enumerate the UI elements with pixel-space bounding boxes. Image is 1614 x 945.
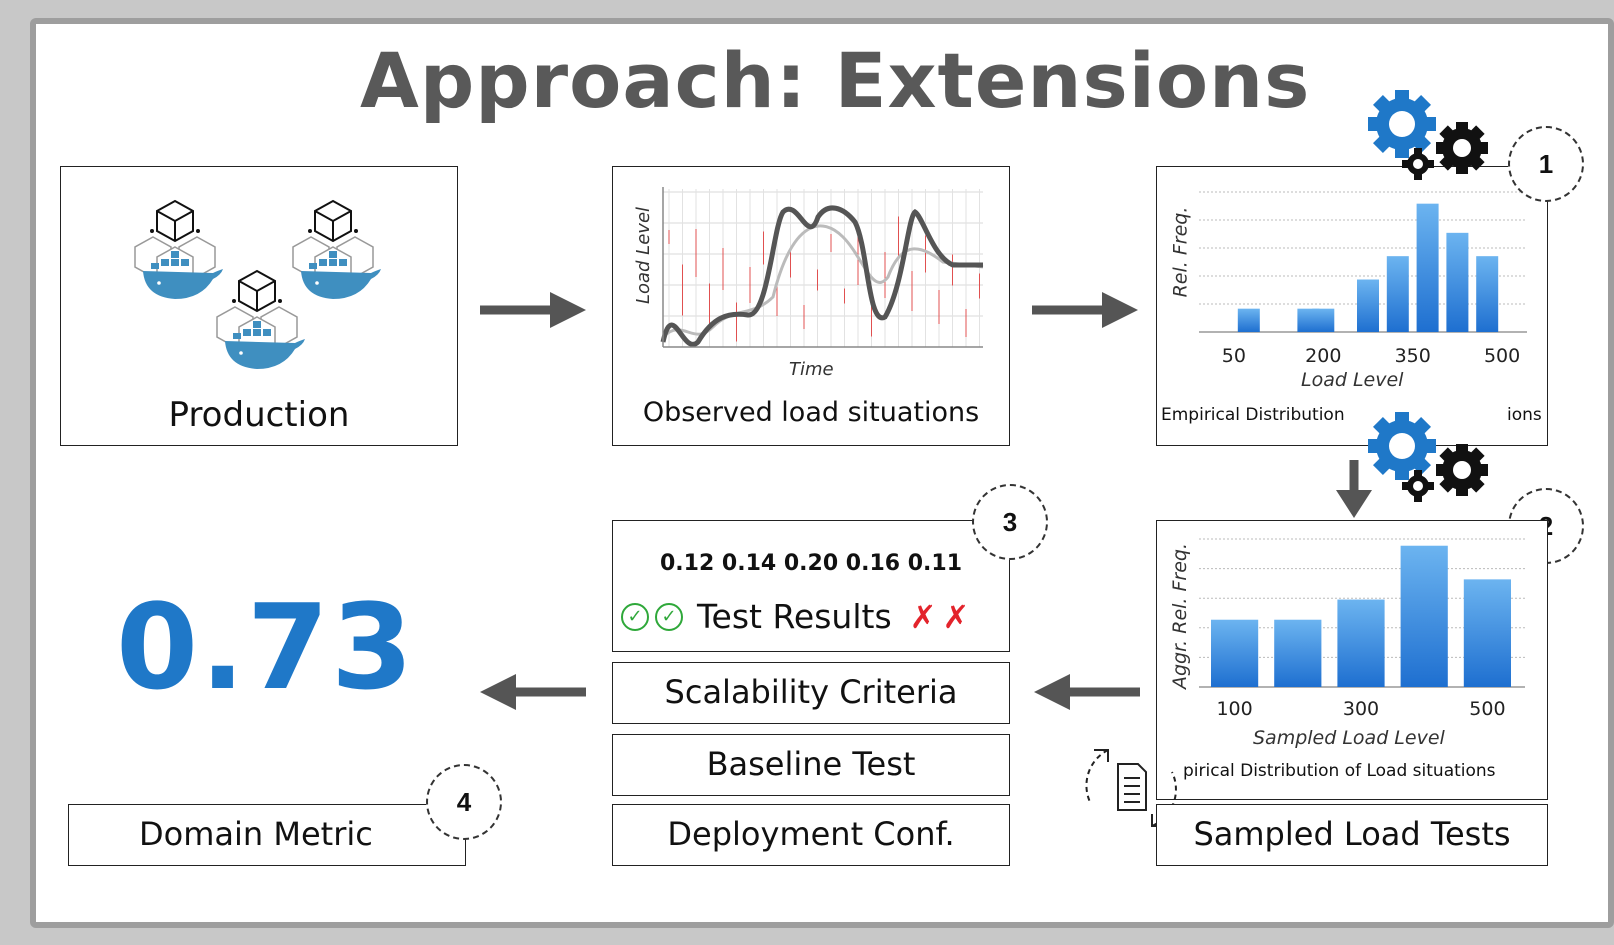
sampled-xlabel: Sampled Load Level [1253, 727, 1445, 749]
cross-icon: ✗ [942, 597, 970, 636]
production-label: Production [168, 395, 350, 435]
histogram-bar [1274, 619, 1322, 687]
x-tick-label: 50 [1222, 345, 1246, 367]
histogram-bar [1211, 619, 1259, 687]
sampled-caption: pirical Distribution of Load situations [1183, 761, 1496, 781]
x-tick-label: 200 [1305, 345, 1341, 367]
histogram-bar [1337, 599, 1385, 687]
load-timeseries-chart [660, 187, 984, 348]
cross-icon: ✗ [909, 597, 937, 636]
step-badge-1: 1 [1508, 126, 1584, 202]
histogram-bar [1357, 279, 1379, 332]
check-icon: ✓ [621, 602, 649, 631]
histogram-bar [1476, 256, 1499, 332]
x-tick-label: 100 [1216, 698, 1252, 720]
x-tick-label: 300 [1343, 698, 1379, 720]
histogram-bar [1463, 579, 1511, 687]
empirical-caption-tail: ions [1507, 405, 1542, 425]
step-badge-4: 4 [426, 764, 502, 840]
histogram-bar [1237, 308, 1260, 332]
empirical-histogram: 50 200 350 500 [1199, 191, 1527, 367]
observed-load-box: Load Level Time Observed load situations [612, 166, 1010, 446]
x-tick-label: 500 [1469, 698, 1505, 720]
sampled-load-tests-label: Sampled Load Tests [1193, 815, 1511, 853]
empirical-ylabel: Rel. Freq. [1169, 206, 1192, 298]
scalability-criteria-box: Scalability Criteria [612, 662, 1010, 724]
empirical-caption-left: Empirical Distribution [1161, 405, 1345, 425]
domain-metric-box: Domain Metric [68, 804, 466, 866]
docker-containers-icon [134, 200, 382, 370]
test-results-row: ✓ ✓ Test Results ✗ ✗ [621, 597, 1007, 636]
observed-label: Observed load situations [642, 397, 980, 428]
arrow-right-icon [1032, 292, 1138, 328]
baseline-test-label: Baseline Test [706, 745, 916, 783]
histogram-bar [1386, 256, 1409, 332]
x-tick-label: 500 [1484, 345, 1520, 367]
test-results-box: 0.12 0.14 0.20 0.16 0.11 ✓ ✓ Test Result… [612, 520, 1010, 652]
gears-icon [1368, 412, 1488, 502]
test-results-numbers: 0.12 0.14 0.20 0.16 0.11 [659, 551, 963, 576]
gears-icon [1368, 90, 1488, 180]
sampled-distribution-box: 100 300 500 Aggr. Rel. Freq. Sampled Load … [1156, 520, 1548, 800]
production-box: Production [60, 166, 458, 446]
x-tick-label: 350 [1395, 345, 1431, 367]
arrow-left-icon [480, 674, 586, 710]
arrow-left-icon [1034, 674, 1140, 710]
observed-xlabel: Time [789, 359, 834, 380]
arrow-right-icon [480, 292, 586, 328]
sampled-load-tests-box: Sampled Load Tests [1156, 804, 1548, 866]
histogram-bar [1312, 308, 1335, 332]
empirical-caption: Empirical Distribution [1161, 405, 1345, 425]
check-icon: ✓ [655, 602, 683, 631]
baseline-test-box: Baseline Test [612, 734, 1010, 796]
histogram-bar [1416, 203, 1439, 332]
arrow-down-icon [1336, 460, 1372, 518]
metric-value: 0.73 [116, 578, 416, 716]
observed-ylabel: Load Level [633, 206, 655, 305]
deployment-conf-box: Deployment Conf. [612, 804, 1010, 866]
empirical-xlabel: Load Level [1301, 369, 1404, 391]
document-refresh-icon [1085, 749, 1177, 827]
deployment-conf-label: Deployment Conf. [667, 815, 955, 853]
histogram-bar [1446, 232, 1469, 332]
histogram-bar [1400, 545, 1448, 687]
test-results-label: Test Results [697, 597, 892, 636]
scalability-criteria-label: Scalability Criteria [664, 673, 958, 711]
domain-metric-label: Domain Metric [139, 815, 373, 853]
sampled-ylabel: Aggr. Rel. Freq. [1169, 542, 1192, 690]
sampled-histogram: 100 300 500 [1199, 538, 1525, 720]
step-badge-3: 3 [972, 484, 1048, 560]
empirical-distribution-box: 50 200 350 500 Rel. Freq. Load Level Empiri… [1156, 166, 1548, 446]
slide-title: Approach: Extensions [360, 36, 1311, 125]
